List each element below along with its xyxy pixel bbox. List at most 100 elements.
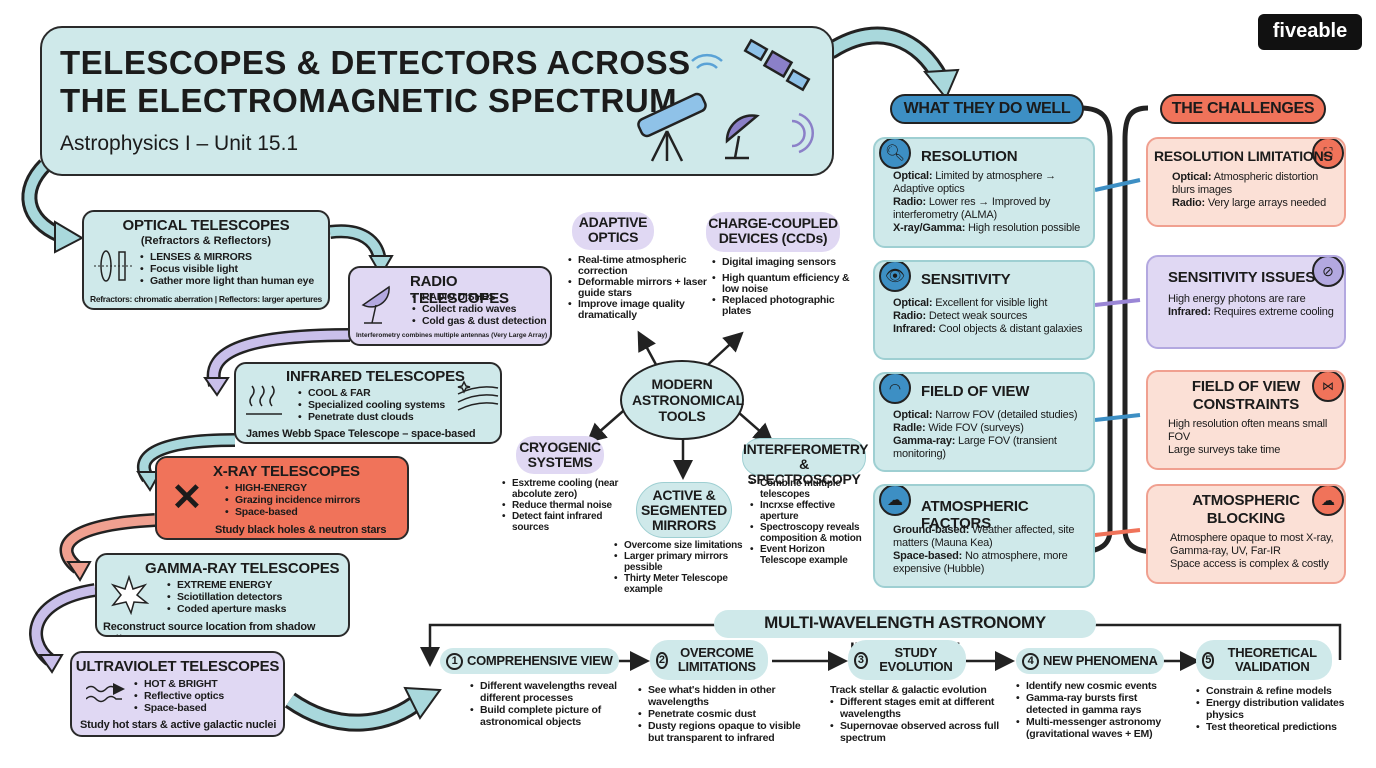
adaptive-optics-list: Real-time atmospheric correction Deforma…: [568, 255, 708, 321]
heat-waves-icon: [246, 385, 282, 415]
challenge-fov-card: ⋈ FIELD OF VIEW CONSTRAINTS High resolut…: [1146, 370, 1346, 470]
multi-step-1-list: Different wavelengths reveal different p…: [470, 680, 620, 728]
radio-note: Interferometry combines multiple antenna…: [356, 332, 548, 339]
uv-title: ULTRAVIOLET TELESCOPES: [75, 658, 280, 675]
uv-waves-icon: [86, 683, 125, 703]
well-atmo-text: Ground-based: Weather affected, site mat…: [893, 524, 1075, 575]
challenge-sensitivity-title: SENSITIVITY ISSUES: [1168, 269, 1316, 286]
well-atmo-title: ATMOSPHERIC FACTORS: [921, 498, 1029, 532]
brand-logo: fiveable: [1258, 14, 1362, 50]
sparkle-icon: [457, 380, 499, 411]
radio-telescopes-card: RADIO TELESCOPES RADIO DISHES Collect ra…: [348, 266, 552, 346]
optical-title: OPTICAL TELESCOPES: [122, 217, 290, 234]
infrared-title: INFRARED TELESCOPES: [286, 368, 465, 385]
well-sensitivity-title: SENSITIVITY: [921, 271, 1011, 288]
multi-header: MULTI-WAVELENGTH ASTRONOMY IMPORTANCE: [714, 610, 1096, 658]
optical-subtitle: (Refractors & Reflectors): [140, 235, 272, 247]
xray-telescopes-card: X-RAY TELESCOPES ✕ HIGH-ENERGY Grazing i…: [155, 456, 409, 540]
telescope-illustration-icon: [637, 38, 814, 162]
challenge-resolution-title: RESOLUTION LIMITATIONS: [1154, 148, 1333, 164]
challenge-atmo-text: Atmosphere opaque to most X-ray, Gamma-r…: [1170, 532, 1334, 570]
infrared-note: James Webb Space Telescope – space-based: [246, 428, 476, 440]
gamma-list: EXTREME ENERGY Sciotillation detectors C…: [167, 579, 286, 615]
well-resolution-title: RESOLUTION: [921, 148, 1018, 165]
challenge-fov-title: FIELD OF VIEW CONSTRAINTS: [1191, 378, 1301, 413]
cloud-icon: ☁︎: [879, 486, 911, 516]
adaptive-optics-pill: ADAPTIVE OPTICS: [572, 212, 654, 250]
challenge-sensitivity-card: ⊘ SENSITIVITY ISSUES High energy photons…: [1146, 255, 1346, 349]
uv-list: HOT & BRIGHT Reflective optics Space-bas…: [134, 678, 224, 714]
burst-icon: [110, 575, 149, 615]
page-title: TELESCOPES & DETECTORS ACROSS THE ELECTR…: [60, 44, 691, 119]
well-fov-text: Optical: Narrow FOV (detailed studies) R…: [893, 409, 1078, 460]
multi-step-5-list: Constrain & refine models Energy distrib…: [1196, 685, 1361, 733]
challenge-resolution-text: Optical: Atmospheric distortion blurs im…: [1172, 171, 1326, 209]
xray-title: X-RAY TELESCOPES: [213, 463, 360, 480]
challenge-resolution-card: ⛶ RESOLUTION LIMITATIONS Optical: Atmosp…: [1146, 137, 1346, 227]
challenge-atmo-title: ATMOSPHERIC BLOCKING: [1192, 492, 1300, 527]
eye-off-icon: ⊘: [1312, 257, 1344, 287]
eye-icon: 👁︎: [879, 262, 911, 292]
gamma-title: GAMMA-RAY TELESCOPES: [145, 560, 340, 577]
header-panel: TELESCOPES & DETECTORS ACROSS THE ELECTR…: [40, 26, 834, 176]
optical-list: LENSES & MIRRORS Focus visible light Gat…: [140, 251, 314, 287]
challenge-fov-text: High resolution often means small FOV La…: [1168, 418, 1328, 456]
uv-note: Study hot stars & active galactic nuclei: [80, 719, 277, 731]
magnifier-icon: 🔍︎: [879, 139, 911, 169]
gamma-telescopes-card: GAMMA-RAY TELESCOPES EXTREME ENERGY Scio…: [95, 553, 350, 637]
well-sensitivity-card: 👁︎ SENSITIVITY Optical: Excellent for vi…: [873, 260, 1095, 360]
interferometry-pill: INTERFEROMETRY & SPECTROSCOPY: [742, 438, 868, 487]
xray-list: HIGH-ENERGY Grazing incidence mirrors Sp…: [225, 482, 360, 518]
page-subtitle: Astrophysics I – Unit 15.1: [60, 132, 299, 155]
xray-cross-icon: ✕: [171, 477, 203, 519]
blur-image-icon: ⛶: [1312, 139, 1344, 169]
uv-telescopes-card: ULTRAVIOLET TELESCOPES HOT & BRIGHT Refl…: [70, 651, 285, 737]
multi-step-3-lead: Track stellar & galactic evolution: [830, 684, 987, 696]
well-resolution-text: Optical: Limited by atmosphere → Adaptiv…: [893, 170, 1081, 234]
active-mirrors-pill: ACTIVE & SEGMENTED MIRRORS: [636, 482, 732, 538]
active-mirrors-list: Overcome size limitations Larger primary…: [614, 540, 754, 595]
ccd-pill: CHARGE-COUPLED DEVICES (CCDs): [706, 212, 840, 252]
interferometry-list: Combine multiple telescopes Incrxse effe…: [750, 478, 870, 566]
radio-dish-icon: [361, 285, 390, 324]
radio-list: RADIO DISHES Collect radio waves Cold ga…: [412, 291, 547, 327]
multi-step-3-list: Different stages emit at different wavel…: [830, 696, 1005, 744]
narrow-fov-icon: ⋈: [1312, 372, 1344, 402]
gamma-note: Reconstruct source location from shadow …: [103, 621, 316, 635]
cloud-download-icon: ☁︎: [1312, 486, 1344, 516]
multi-step-2-list: See what's hidden in other wavelengths P…: [638, 684, 813, 744]
lens-icon: [94, 250, 134, 282]
infrared-list: COOL & FAR Specialized cooling systems P…: [298, 387, 445, 423]
infrared-telescopes-card: INFRARED TELESCOPES COOL & FAR Specializ…: [234, 362, 502, 444]
challenge-sensitivity-text: High energy photons are rare Infrared: R…: [1168, 293, 1334, 318]
brand-text: fiveable: [1272, 20, 1348, 42]
well-sensitivity-text: Optical: Excellent for visible light Rad…: [893, 297, 1083, 335]
well-atmo-card: ☁︎ ATMOSPHERIC FACTORS Ground-based: Wea…: [873, 484, 1095, 588]
tools-center-label: MODERN ASTRONOMICAL TOOLS: [632, 376, 744, 424]
well-resolution-card: 🔍︎ RESOLUTION Optical: Limited by atmosp…: [873, 137, 1095, 248]
ccd-list: Digital imaging sensors High quantum eff…: [712, 256, 852, 317]
gauge-icon: ◠: [879, 374, 911, 404]
tools-center-bubble: MODERN ASTRONOMICAL TOOLS: [620, 360, 744, 440]
well-header: WHAT THEY DO WELL: [890, 94, 1084, 124]
multi-step-4-list: Identify new cosmic events Gamma-ray bur…: [1016, 680, 1181, 740]
cryogenic-pill: CRYOGENIC SYSTEMS: [516, 436, 604, 474]
optical-telescopes-card: OPTICAL TELESCOPES (Refractors & Reflect…: [82, 210, 330, 310]
optical-note: Refractors: chromatic aberration | Refle…: [90, 294, 322, 304]
xray-note: Study black holes & neutron stars: [215, 524, 387, 536]
well-fov-title: FIELD OF VIEW: [921, 383, 1030, 400]
cryogenic-list: Esxtreme cooling (near abcolute zero) Re…: [502, 478, 627, 533]
challenges-header: THE CHALLENGES: [1160, 94, 1326, 124]
challenge-atmo-card: ☁︎ ATMOSPHERIC BLOCKING Atmosphere opaqu…: [1146, 484, 1346, 584]
